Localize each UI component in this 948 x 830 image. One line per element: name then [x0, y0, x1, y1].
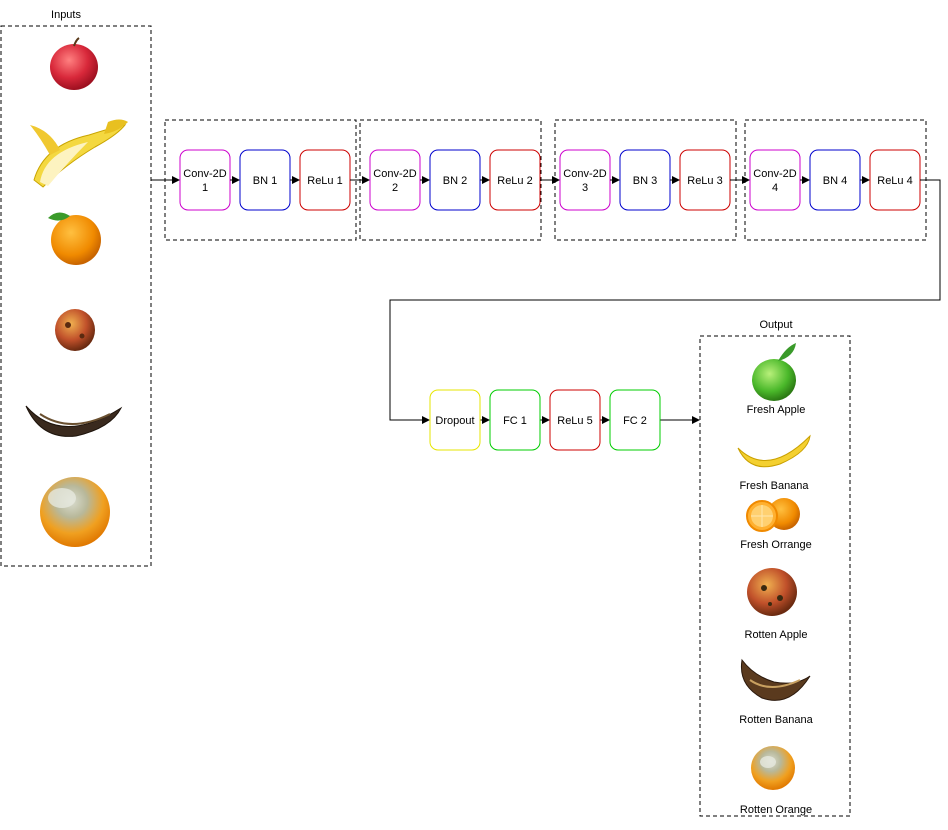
rotten-banana-icon	[25, 405, 123, 437]
svg-text:Conv-2D3: Conv-2D 3	[563, 168, 606, 194]
dropout-node	[429, 389, 481, 451]
green-apple-icon	[752, 343, 796, 401]
output-label-rotten-banana: Rotten Banana	[739, 714, 813, 726]
bn-label-1: BN 1	[253, 175, 277, 187]
dropout-label: Dropout	[435, 415, 474, 427]
conv-block-3: Conv-2D 3 BN 3 ReLu 3	[554, 119, 737, 241]
bn-label-3: BN 3	[633, 175, 657, 187]
fc1-node	[489, 389, 541, 451]
orange-slice-icon	[746, 498, 800, 532]
relu-label-3: ReLu 3	[687, 175, 722, 187]
relu5-label: ReLu 5	[557, 415, 592, 427]
fc1-label: FC 1	[503, 415, 527, 427]
fc2-label: FC 2	[623, 415, 647, 427]
conv2d-index-1: 1	[202, 182, 208, 194]
output-panel: Output Fresh Apple Fresh Banana Fresh Or…	[699, 319, 851, 817]
conv2d-index-3: 3	[582, 182, 588, 194]
peeled-banana-icon	[30, 119, 128, 188]
moldy-orange-icon	[40, 477, 110, 547]
relu-label-2: ReLu 2	[497, 175, 532, 187]
relu5-node	[549, 389, 601, 451]
svg-text:Conv-2D1: Conv-2D 1	[183, 168, 226, 194]
moldy-orange-icon	[751, 746, 795, 790]
inputs-title: Inputs	[51, 9, 81, 21]
conv2d-index-2: 2	[392, 182, 398, 194]
relu-label-1: ReLu 1	[307, 175, 342, 187]
classifier-head: Dropout FC 1 ReLu 5 FC 2	[429, 389, 661, 451]
bn-label-4: BN 4	[823, 175, 847, 187]
conv-block-4: Conv-2D 4 BN 4 ReLu 4	[744, 119, 927, 241]
inputs-panel: Inputs	[0, 9, 152, 567]
output-label-rotten-orange: Rotten Orange	[740, 804, 812, 816]
conv2d-node-1	[179, 149, 231, 211]
output-label-fresh-apple: Fresh Apple	[747, 404, 806, 416]
svg-text:Conv-2D4: Conv-2D 4	[753, 168, 796, 194]
rotten-apple-icon	[55, 309, 95, 351]
rotten-apple-icon	[747, 568, 797, 616]
conv2d-node-3	[559, 149, 611, 211]
conv2d-node-2	[369, 149, 421, 211]
conv2d-label-1: Conv-2D	[183, 168, 226, 180]
conv-block-1: Conv-2D 1 BN 1 ReLu 1	[164, 119, 357, 241]
conv2d-label-2: Conv-2D	[373, 168, 416, 180]
svg-text:Conv-2D2: Conv-2D 2	[373, 168, 416, 194]
rotten-banana-icon	[740, 658, 811, 701]
banana-icon	[737, 434, 811, 468]
output-label-fresh-banana: Fresh Banana	[739, 480, 809, 492]
conv2d-label-4: Conv-2D	[753, 168, 796, 180]
apple-icon	[50, 37, 98, 90]
conv-block-2: Conv-2D 2 BN 2 ReLu 2	[359, 119, 542, 241]
output-label-rotten-apple: Rotten Apple	[745, 629, 808, 641]
relu-label-4: ReLu 4	[877, 175, 912, 187]
connectors	[151, 176, 941, 424]
output-title: Output	[759, 319, 792, 331]
output-label-fresh-orange: Fresh Orrange	[740, 539, 812, 551]
conv2d-label-3: Conv-2D	[563, 168, 606, 180]
orange-icon	[48, 212, 101, 265]
fc2-node	[609, 389, 661, 451]
conv2d-node-4	[749, 149, 801, 211]
arrow-relu4-to-dropout	[389, 179, 941, 424]
bn-label-2: BN 2	[443, 175, 467, 187]
conv2d-index-4: 4	[772, 182, 778, 194]
